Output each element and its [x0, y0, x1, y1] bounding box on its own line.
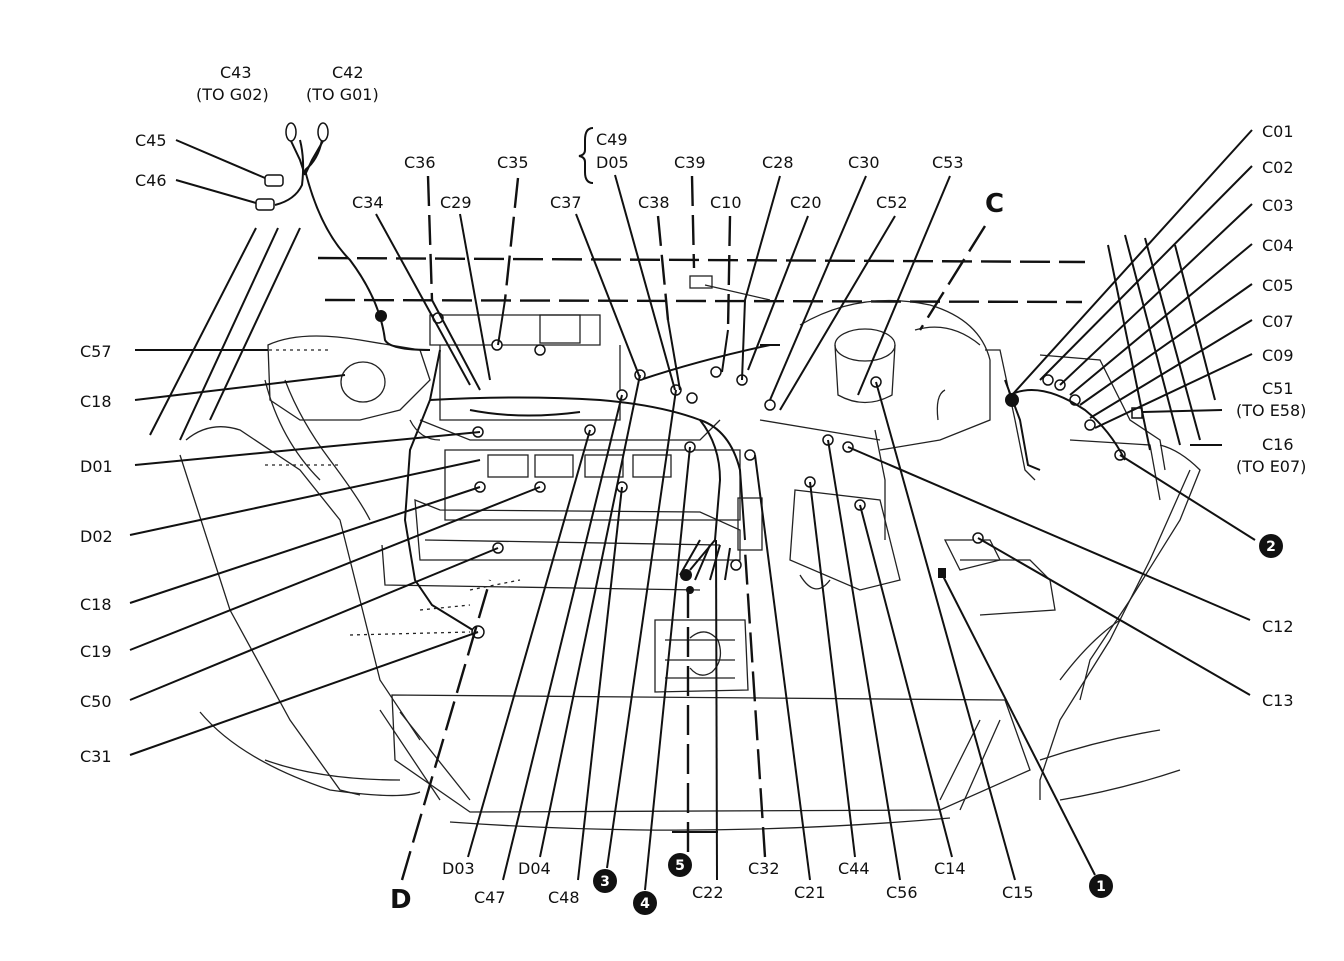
label-c42: C42 [332, 63, 364, 82]
label-c31: C31 [80, 747, 112, 766]
callout-5: 5 [675, 858, 685, 874]
label-c15: C15 [1002, 883, 1034, 902]
label-c18-lower: C18 [80, 595, 112, 614]
label-d02: D02 [80, 527, 113, 546]
label-c30: C30 [848, 153, 880, 172]
label-c28: C28 [762, 153, 794, 172]
label-c34: C34 [352, 193, 384, 212]
callout-2: 2 [1266, 539, 1276, 555]
label-c01-right: C01 [1262, 122, 1294, 141]
label-c36: C36 [404, 153, 436, 172]
label-c49: C49 [596, 130, 628, 149]
label-c10: C10 [710, 193, 742, 212]
callout-3: 3 [600, 874, 610, 890]
label-c02-right: C02 [1262, 158, 1294, 177]
label-section-d: D [390, 885, 412, 915]
label-c21: C21 [794, 883, 826, 902]
label-c46: C46 [135, 171, 167, 190]
connector-labels: C43 (TO G02) C42 (TO G01) C45 C46 C36 C3… [80, 63, 1306, 915]
label-c43-destination: (TO G02) [196, 85, 269, 104]
label-c16-destination: (TO E07) [1236, 457, 1306, 476]
engine-bay-drawing [179, 122, 1201, 831]
label-c52: C52 [876, 193, 908, 212]
label-c12: C12 [1262, 617, 1294, 636]
label-c32: C32 [748, 859, 780, 878]
label-c45: C45 [135, 131, 167, 150]
label-c50: C50 [80, 692, 112, 711]
label-c56: C56 [886, 883, 918, 902]
label-c09-right: C09 [1262, 346, 1294, 365]
label-c07-right: C07 [1262, 312, 1294, 331]
label-c04-right: C04 [1262, 236, 1294, 255]
label-c37: C37 [550, 193, 582, 212]
label-c57: C57 [80, 342, 112, 361]
label-c16: C16 [1262, 435, 1294, 454]
label-c19: C19 [80, 642, 112, 661]
label-c35: C35 [497, 153, 529, 172]
label-d01: D01 [80, 457, 113, 476]
label-c03-right: C03 [1262, 196, 1294, 215]
label-c48: C48 [548, 888, 580, 907]
label-c53: C53 [932, 153, 964, 172]
label-c22: C22 [692, 883, 724, 902]
label-section-c: C [985, 189, 1004, 219]
callout-4: 4 [640, 896, 650, 912]
label-c29: C29 [440, 193, 472, 212]
label-c14: C14 [934, 859, 966, 878]
numbered-callouts: 1 2 3 4 5 [593, 534, 1283, 915]
label-c51-destination: (TO E58) [1236, 401, 1306, 420]
label-c38: C38 [638, 193, 670, 212]
label-c20: C20 [790, 193, 822, 212]
label-c05-right: C05 [1262, 276, 1294, 295]
label-c51: C51 [1262, 379, 1294, 398]
label-c43: C43 [220, 63, 252, 82]
label-c42-destination: (TO G01) [306, 85, 379, 104]
callout-1: 1 [1096, 879, 1106, 895]
label-c47: C47 [474, 888, 506, 907]
label-d03: D03 [442, 859, 475, 878]
label-d04: D04 [518, 859, 551, 878]
label-c39: C39 [674, 153, 706, 172]
label-c44: C44 [838, 859, 870, 878]
leader-lines [129, 129, 1256, 891]
label-c18: C18 [80, 392, 112, 411]
label-d05: D05 [596, 153, 629, 172]
label-c13: C13 [1262, 691, 1294, 710]
